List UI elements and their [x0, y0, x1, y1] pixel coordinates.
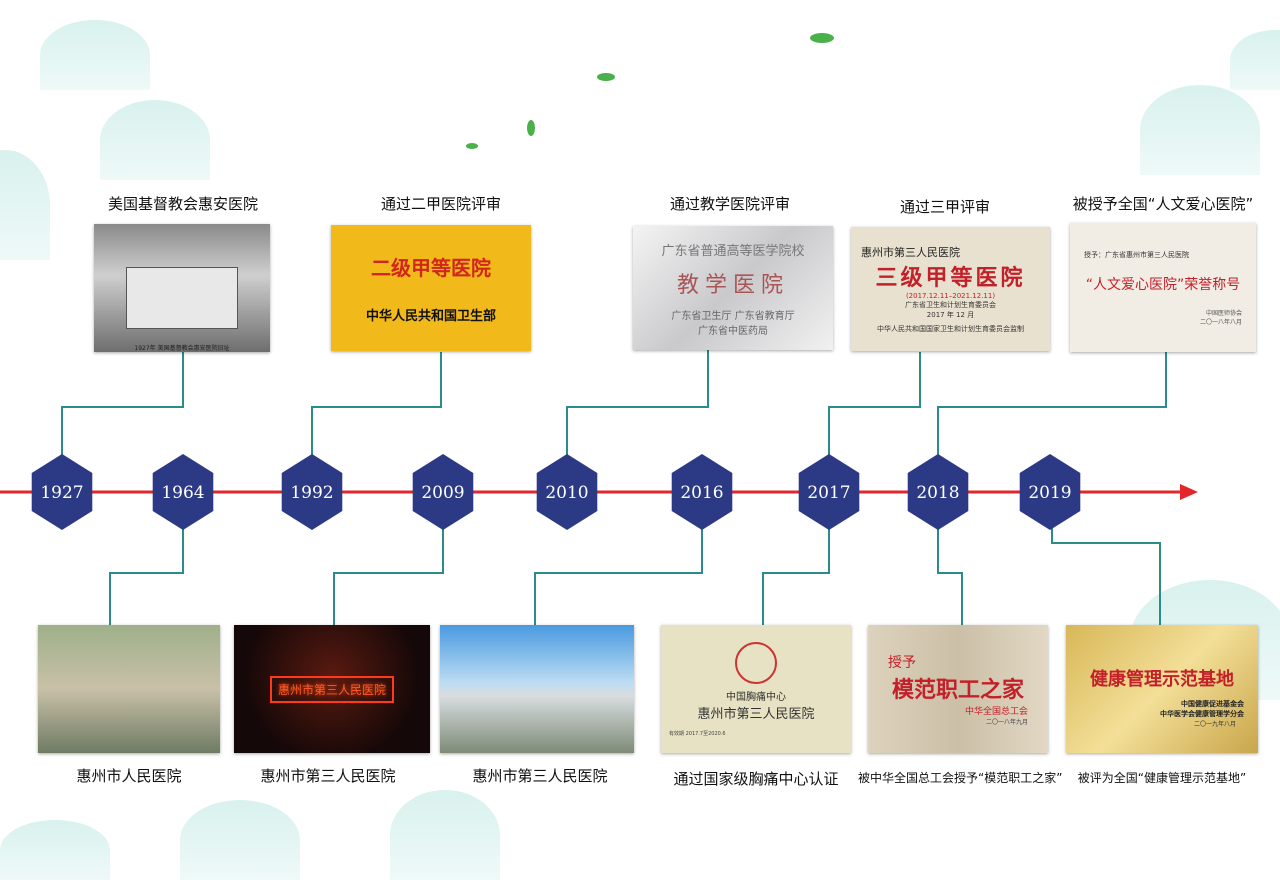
year-hexagon: [31, 454, 93, 530]
year-hexagon: [907, 454, 969, 530]
plaque-issuer: 广东省卫生厅 广东省教育厅: [671, 310, 795, 322]
plaque-3rd-class: 惠州市第三人民医院 三级甲等医院 (2017.12.11–2021.12.11)…: [851, 227, 1050, 351]
plaque-teaching: 广东省普通高等医学院校 教学医院 广东省卫生厅 广东省教育厅 广东省中医药局: [633, 226, 833, 350]
plaque-date: 二〇一八年八月: [1199, 318, 1242, 326]
plaque-model-workers: 授予 模范职工之家 中华全国总工会 二〇一八年九月: [868, 625, 1048, 753]
plaque-title: “人文爱心医院”荣誉称号: [1085, 276, 1241, 293]
year-hexagon: [1019, 454, 1081, 530]
plaque-validity: 有效期 2017.7至2020.6: [669, 730, 726, 737]
photo-caption: 1927年 美国基督教会惠安医院旧址: [134, 345, 230, 352]
year-hexagon: [536, 454, 598, 530]
plaque-to: 授予: [888, 655, 916, 671]
mountain-decoration: [40, 20, 150, 90]
plaque-title: 惠州市第三人民医院: [697, 706, 815, 722]
mountain-decoration: [390, 790, 500, 880]
plaque-title: 二级甲等医院: [371, 256, 491, 280]
event-caption: 被授予全国“人文爱心医院”: [1072, 195, 1254, 213]
plaque-arc-text: 广东省普通高等医学院校: [661, 243, 805, 259]
year-hexagon: [412, 454, 474, 530]
plaque-title: 三级甲等医院: [875, 266, 1026, 291]
plaque-health-management: 健康管理示范基地 中国健康促进基金会 中华医学会健康管理学分会 二〇一九年八月: [1066, 625, 1258, 753]
plaque-issuer: 中华全国总工会: [964, 707, 1028, 717]
connectors: [61, 350, 1167, 625]
plaque-issuer: 中国健康促进基金会: [1181, 699, 1244, 708]
event-caption: 通过教学医院评审: [669, 195, 790, 213]
plaque-footer: 中华人民共和国国家卫生和计划生育委员会监制: [877, 325, 1024, 333]
year-hexagon: [798, 454, 860, 530]
year-label: 2017: [807, 483, 850, 503]
year-hexagon: [671, 454, 733, 530]
year-label: 1964: [161, 483, 204, 503]
plaque-title: 模范职工之家: [891, 678, 1024, 703]
plaque-humanistic: 授予：广东省惠州市第三人民医院 “人文爱心医院”荣誉称号 中国医师协会 二〇一八…: [1070, 223, 1256, 352]
year-label: 2016: [680, 483, 723, 503]
plaque-chest-pain: 中国胸痛中心 惠州市第三人民医院 有效期 2017.7至2020.6: [661, 625, 851, 753]
plaque-date: 二〇一九年八月: [1193, 720, 1236, 728]
event-caption: 被评为全国“健康管理示范基地”: [1077, 771, 1247, 785]
event-caption: 通过二甲医院评审: [380, 195, 501, 213]
chest-pain-logo-icon: [735, 641, 777, 684]
plaque-issuer: 中华医学会健康管理学分会: [1160, 709, 1244, 718]
year-label: 2009: [421, 483, 464, 503]
plaque-issuer: 中国医师协会: [1205, 309, 1242, 317]
plaque-issuer: 广东省卫生和计划生育委员会: [905, 301, 996, 309]
plaque-title: 健康管理示范基地: [1090, 668, 1234, 690]
plaque-issuer: 中华人民共和国卫生部: [365, 309, 496, 324]
year-label: 1927: [40, 483, 83, 503]
year-label: 2019: [1028, 483, 1071, 503]
event-caption: 惠州市第三人民医院: [260, 767, 396, 785]
mountain-decoration: [1140, 85, 1260, 175]
event-caption: 惠州市第三人民医院: [472, 767, 608, 785]
event-caption: 通过国家级胸痛中心认证: [673, 770, 839, 788]
plaque-issuer: 广东省中医药局: [698, 325, 768, 337]
year-label: 2018: [916, 483, 959, 503]
leaf-decoration: [466, 33, 834, 149]
hospital-photo-1927: 1927年 美国基督教会惠安医院旧址: [94, 224, 270, 352]
plaque-date: 2017 年 12 月: [926, 311, 975, 319]
event-caption: 被中华全国总工会授予“模范职工之家”: [858, 771, 1063, 785]
photo-night-gate: 惠州市第三人民医院: [234, 625, 430, 753]
year-label: 1992: [290, 483, 333, 503]
plaque-date: 二〇一八年九月: [985, 719, 1028, 726]
photo-hospital-building: [440, 625, 634, 753]
year-hexagon: [152, 454, 214, 530]
plaque-sub: 中国胸痛中心: [726, 691, 786, 703]
gate-sign: 惠州市第三人民医院: [269, 675, 394, 703]
plaque-2nd-class: 二级甲等医院 中华人民共和国卫生部: [331, 225, 531, 351]
arrow-head-icon: [1180, 484, 1198, 500]
year-hexagon: [281, 454, 343, 530]
mountain-decoration: [180, 800, 300, 880]
photo-huizhou-hospital: [38, 625, 220, 753]
plaque-dates: (2017.12.11–2021.12.11): [905, 292, 996, 300]
plaque-to: 授予：广东省惠州市第三人民医院: [1084, 250, 1189, 259]
event-caption: 惠州市人民医院: [76, 767, 182, 785]
event-caption: 通过三甲评审: [899, 198, 990, 216]
plaque-hospital: 惠州市第三人民医院: [861, 246, 960, 259]
mountain-decoration: [100, 100, 210, 180]
year-label: 2010: [545, 483, 588, 503]
event-caption: 美国基督教会惠安医院: [107, 195, 258, 213]
plaque-title: 教学医院: [676, 272, 789, 298]
